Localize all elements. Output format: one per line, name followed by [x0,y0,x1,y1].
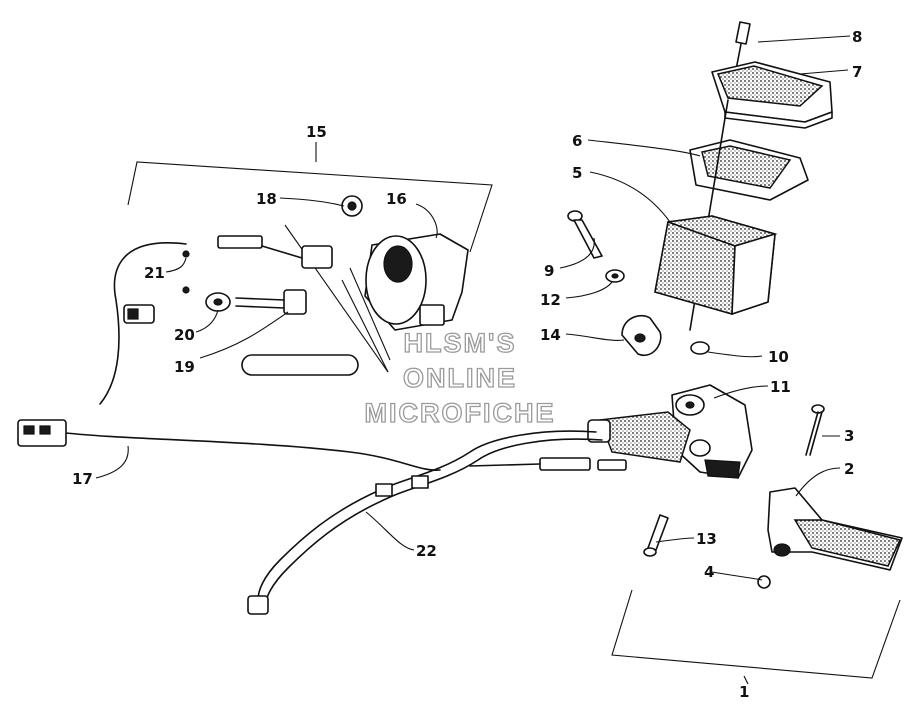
clamp-screw [567,210,603,259]
switch-screws [182,250,190,294]
callout-2: 2 [844,460,854,478]
mount-bolt [643,514,669,557]
callouts: 1 2 3 4 5 6 7 8 9 10 11 12 13 14 15 16 1… [72,28,862,701]
callout-11: 11 [770,378,791,396]
callout-12: 12 [540,291,561,309]
callout-16: 16 [386,190,407,208]
callout-21: 21 [144,264,165,282]
callout-17: 17 [72,470,93,488]
callout-4: 4 [704,563,714,581]
wiring-harness [17,242,441,471]
callout-5: 5 [572,164,582,182]
callout-10: 10 [768,348,789,366]
throttle-cable [247,430,627,615]
callout-13: 13 [696,530,717,548]
callout-7: 7 [852,63,862,81]
callout-19: 19 [174,358,195,376]
lock-washer [605,269,625,283]
pivot-nut [757,575,771,589]
brake-lever [767,487,903,571]
bracket-15 [127,161,493,373]
callout-14: 14 [540,326,561,344]
reservoir-body [654,215,778,315]
housing-screw [341,195,363,217]
callout-22: 22 [416,542,437,560]
watermark-line-3: MICROFICHE [365,398,556,428]
callout-15: 15 [306,123,327,141]
master-cylinder [587,384,753,479]
kill-switch [205,292,231,312]
bracket-1 [611,589,901,679]
callout-1: 1 [739,683,749,701]
watermark-line-1: HLSM'S [404,328,517,358]
watermark-line-2: ONLINE [403,363,517,393]
reservoir-diaphragm [689,139,809,201]
callout-9: 9 [544,262,554,280]
handlebar-clamp [621,314,662,357]
hand-warmer-switch [235,289,307,315]
callout-18: 18 [256,190,277,208]
plunger-switch [217,235,333,269]
leader-lines [95,35,851,685]
callout-6: 6 [572,132,582,150]
switch-housing [364,233,469,331]
grip-tube [241,354,359,376]
callout-20: 20 [174,326,195,344]
reservoir-cap [711,61,833,129]
callout-8: 8 [852,28,862,46]
callout-3: 3 [844,427,854,445]
sealing-washer [690,341,710,355]
watermark: HLSM'S ONLINE MICROFICHE [364,327,556,428]
reservoir-screw [733,21,751,81]
pivot-bolt [805,404,825,456]
